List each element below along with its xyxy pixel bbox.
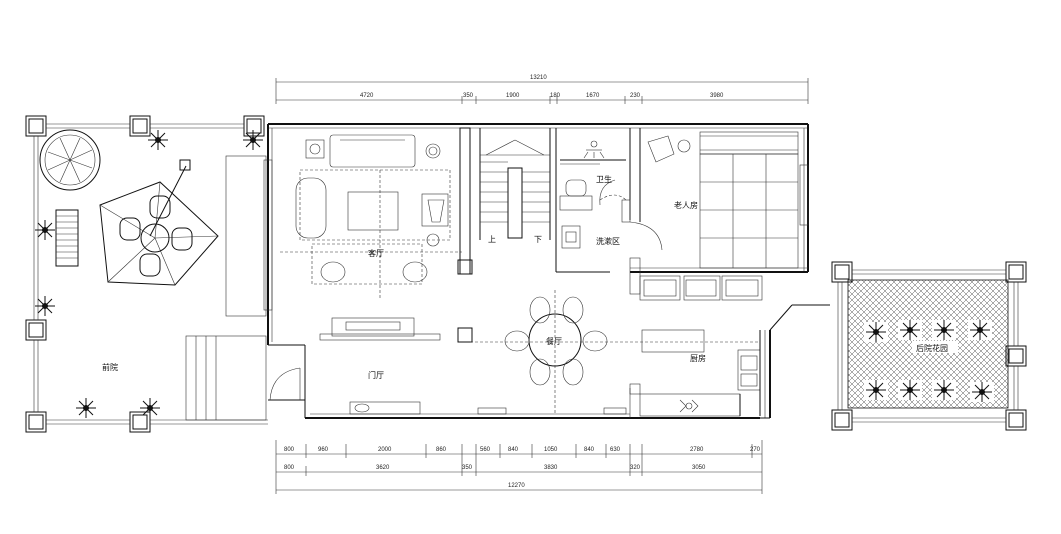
elder-room: 老人房 — [629, 128, 799, 301]
dim-bottom-r1-4: 860 — [436, 447, 447, 453]
dim-bottom-r2-3: 350 — [462, 465, 473, 471]
dim-bottom-r1-6: 840 — [508, 447, 519, 453]
plant-icon — [970, 382, 994, 402]
dim-bottom-r1-11: 270 — [750, 447, 761, 453]
plant-icon — [140, 398, 160, 418]
plant-icon — [932, 380, 956, 400]
room-label-dining-room: 餐厅 — [546, 337, 562, 346]
room-label-kitchen: 厨房 — [690, 353, 706, 363]
plant-icon — [898, 380, 922, 400]
dim-bottom-r2-6: 3050 — [692, 465, 706, 471]
room-label-wash-area: 洗漱区 — [596, 236, 620, 246]
room-label-front-yard: 前院 — [102, 362, 118, 372]
dim-bottom-r1-5: 560 — [480, 447, 491, 453]
plant-icon — [864, 380, 888, 400]
room-label-back-garden: 后院花园 — [916, 343, 948, 353]
dim-bottom-r2-5: 320 — [630, 465, 641, 471]
plant-icon — [864, 322, 888, 342]
plant-icon — [148, 130, 168, 150]
stair-down-label: 下 — [534, 235, 542, 244]
dim-top-seg-2: 350 — [463, 93, 474, 99]
dim-bottom-r2-2: 3620 — [376, 465, 390, 471]
plant-icon — [35, 296, 55, 316]
dim-top-seg-6: 230 — [630, 93, 641, 99]
dim-bottom-r1-2: 960 — [318, 447, 329, 453]
dim-bottom-r1-3: 2000 — [378, 447, 392, 453]
bottom-dimensions: 800 960 2000 860 560 840 1050 840 630 27… — [275, 440, 763, 494]
room-label-foyer: 门厅 — [368, 370, 384, 380]
front-yard: 前院 — [25, 115, 268, 433]
stair-area: 上 下 — [457, 127, 551, 343]
stair-up-label: 上 — [488, 235, 496, 244]
dim-top-seg-7: 3980 — [710, 93, 724, 99]
plant-icon — [243, 130, 263, 150]
plant-icon — [968, 320, 992, 340]
kitchen: 厨房 — [639, 329, 761, 417]
dim-bottom-r1-7: 1050 — [544, 447, 558, 453]
bathroom: 卫生 洗漱区 — [555, 128, 663, 273]
dining-room: 餐厅 — [470, 290, 760, 414]
plant-icon — [35, 220, 55, 240]
dim-bottom-r1-1: 800 — [284, 447, 295, 453]
room-label-living-room: 客厅 — [368, 248, 384, 258]
room-label-elder-room: 老人房 — [674, 200, 698, 210]
dim-bottom-r1-8: 840 — [584, 447, 595, 453]
dim-top-seg-4: 180 — [550, 93, 561, 99]
dim-bottom-overall: 12270 — [508, 483, 525, 489]
dim-top-overall: 13210 — [530, 75, 547, 81]
dim-top-seg-5: 1670 — [586, 93, 600, 99]
plant-icon — [898, 320, 922, 340]
back-garden: 后院花园 — [831, 261, 1027, 431]
dim-top-seg-3: 1900 — [506, 93, 520, 99]
dim-bottom-r2-1: 800 — [284, 465, 295, 471]
room-label-bathroom: 卫生 — [596, 174, 612, 184]
foyer: 门厅 — [269, 367, 641, 418]
dim-bottom-r1-10: 2780 — [690, 447, 704, 453]
top-dimensions: 13210 4720 350 1900 180 1670 230 3980 — [275, 75, 809, 104]
plant-icon — [932, 320, 956, 340]
dim-bottom-r2-4: 3830 — [544, 465, 558, 471]
dim-bottom-r1-9: 630 — [610, 447, 621, 453]
plant-icon — [76, 398, 96, 418]
dim-top-seg-1: 4720 — [360, 93, 374, 99]
living-room: 客厅 — [280, 134, 462, 341]
